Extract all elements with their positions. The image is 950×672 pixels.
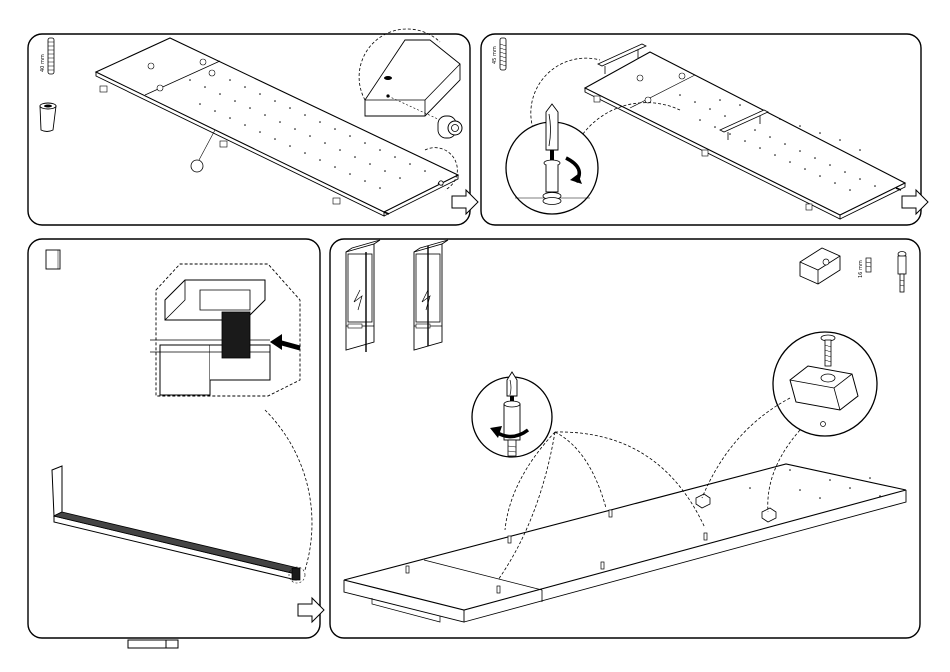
step-2-panel: 45 mm [481,34,928,225]
step-4-panel: 16 mm [330,239,920,638]
screw-size-label: 45 mm [492,46,498,64]
screw-icon [500,38,506,70]
step-3-panel [28,239,324,638]
short-screw-size-label: 16 mm [858,260,864,278]
end-cap-insert [222,312,250,358]
step-1-panel: 40 mm [28,29,478,225]
short-screw-icon [866,258,871,272]
page-indicator-bar [128,640,178,648]
cup-plug-icon [40,103,56,132]
square-card-icon [46,250,60,269]
dowel-icon [48,38,54,74]
dowel-size-label: 40 mm [40,54,46,72]
